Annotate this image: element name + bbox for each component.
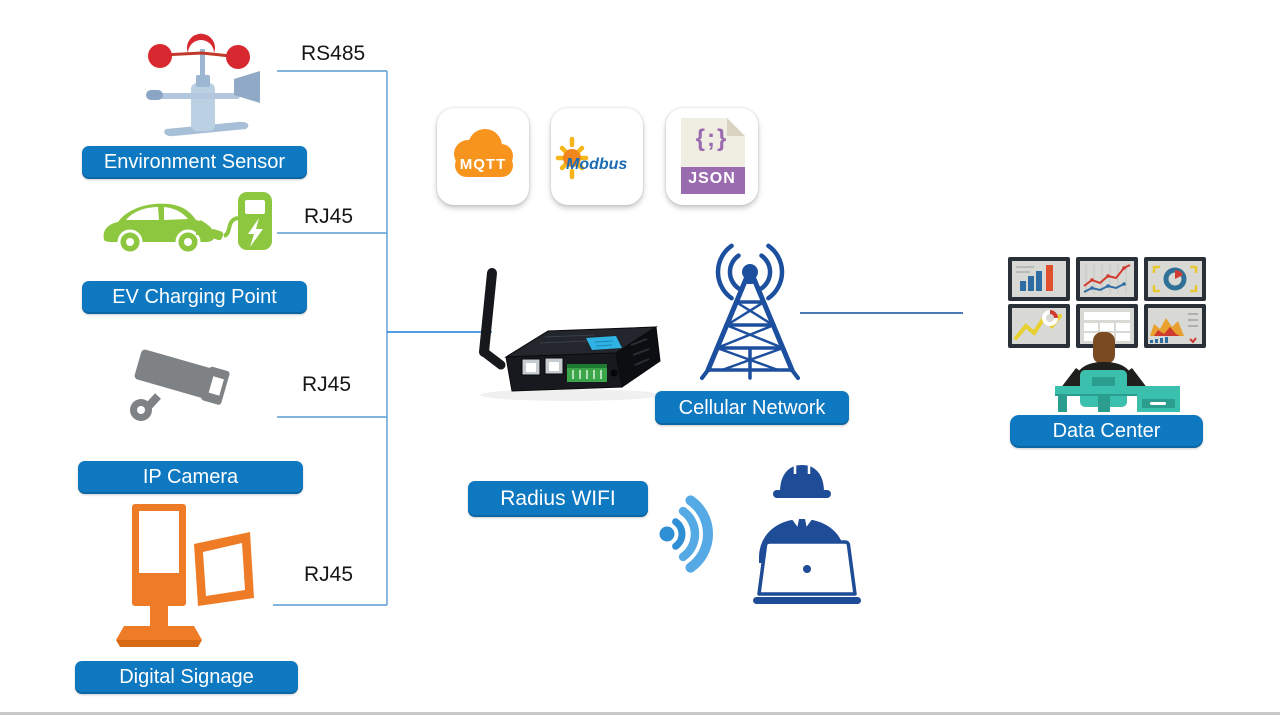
modbus-card: Modbus [551, 108, 643, 205]
json-card: {;} JSON [666, 108, 758, 205]
environment-sensor-icon [146, 33, 260, 137]
ev-charging-icon [103, 192, 272, 255]
monitor-wall [1008, 257, 1206, 348]
radius-wifi-label-text: Radius WIFI [500, 487, 616, 510]
data-center-icon [1008, 257, 1206, 412]
page-bottom-divider [0, 712, 1280, 715]
port-label-rs485: RS485 [301, 42, 366, 65]
ev-charging-label-text: EV Charging Point [112, 286, 277, 308]
json-file-icon [681, 118, 745, 194]
data-center-label-text: Data Center [1052, 420, 1161, 442]
digital-signage-label: Digital Signage [75, 661, 298, 694]
field-worker-icon [753, 465, 861, 604]
desk [1055, 386, 1180, 412]
mqtt-label: MQTT [459, 156, 507, 173]
hard-hat-icon [773, 465, 831, 498]
gateway-router-icon [479, 268, 661, 401]
modbus-label: Modbus [566, 156, 628, 173]
port-label-rj45-camera: RJ45 [302, 373, 352, 396]
environment-sensor-label-text: Environment Sensor [103, 151, 286, 173]
router-antenna [479, 268, 497, 357]
ev-charging-label: EV Charging Point [82, 281, 307, 314]
cellular-network-label: Cellular Network [655, 391, 849, 425]
ip-camera-label-text: IP Camera [142, 466, 239, 488]
ev-car-icon [103, 203, 215, 255]
modbus-gear-icon [555, 136, 589, 180]
mqtt-cloud-icon [454, 129, 513, 177]
cellular-tower-icon [700, 243, 800, 380]
port-label-rj45-ev: RJ45 [304, 205, 354, 228]
ev-charger-icon [195, 192, 272, 250]
json-label: JSON [688, 170, 736, 187]
ip-camera-icon [130, 349, 230, 421]
digital-signage-label-text: Digital Signage [119, 666, 254, 688]
digital-signage-icon [116, 504, 254, 647]
data-center-label: Data Center [1010, 415, 1203, 448]
port-label-rj45-signage: RJ45 [304, 563, 354, 586]
cellular-network-label-text: Cellular Network [678, 396, 826, 419]
laptop-icon [753, 540, 861, 604]
radius-wifi-label: Radius WIFI [468, 481, 648, 517]
json-braces-glyph: {;} [695, 125, 729, 152]
mqtt-card: MQTT [437, 108, 529, 205]
environment-sensor-label: Environment Sensor [82, 146, 307, 179]
ip-camera-label: IP Camera [78, 461, 303, 494]
wifi-signal-icon [659, 495, 713, 573]
